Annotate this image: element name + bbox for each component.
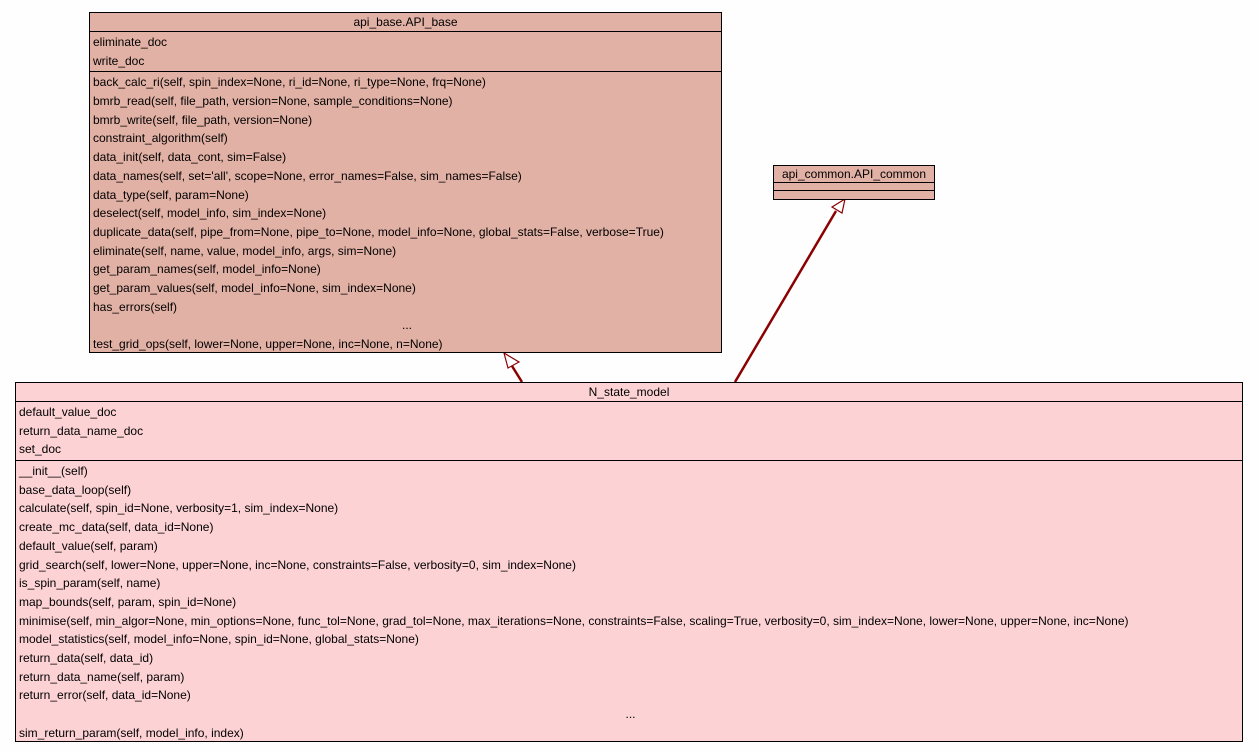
method: return_data(self, data_id): [19, 650, 154, 665]
methods-section: back_calc_ri(self, spin_index=None, ri_i…: [90, 72, 721, 354]
method: get_param_names(self, model_info=None): [93, 262, 321, 277]
methods-section: [774, 191, 934, 198]
method: default_value(self, param): [19, 538, 158, 553]
methods-section: __init__(self) base_data_loop(self)calcul…: [16, 461, 1242, 743]
method: __init__(self): [19, 464, 88, 479]
ellipsis: ...: [401, 318, 412, 333]
method: get_param_values(self, model_info=None, …: [93, 280, 416, 295]
method: calculate(self, spin_id=None, verbosity=…: [19, 501, 339, 516]
method: return_error(self, data_id=None): [19, 688, 191, 703]
method: grid_search(self, lower=None, upper=None…: [19, 557, 576, 572]
method: has_errors(self): [93, 299, 178, 314]
method: data_names(self, set='all', scope=None, …: [93, 168, 522, 183]
ellipsis: ...: [625, 707, 636, 721]
edge-n-state-to-api-base: [503, 351, 524, 383]
class-api-base[interactable]: api_base.API_base eliminate_doc write_doc…: [89, 12, 722, 353]
method: back_calc_ri(self, spin_index=None, ri_i…: [93, 75, 486, 90]
method: deselect(self, model_info, sim_index=Non…: [93, 206, 327, 221]
method: create_mc_data(self, data_id=None): [19, 520, 214, 535]
method: test_grid_ops(self, lower=None, upper=No…: [93, 337, 443, 351]
attribute: write_doc: [93, 53, 145, 68]
method: bmrb_write(self, file_path, version=None…: [93, 112, 313, 127]
method: minimise(self, min_algor=None, min_optio…: [19, 613, 1129, 628]
edge-n-state-to-api-common: [733, 197, 846, 383]
method: data_init(self, data_cont, sim=False): [93, 150, 287, 165]
attribute: return_data_name_doc: [19, 423, 144, 438]
class-api-common[interactable]: api_common.API_common: [773, 165, 935, 200]
method: return_data_name(self, param): [19, 669, 185, 684]
attributes-section: eliminate_doc write_doc: [90, 32, 721, 73]
method: map_bounds(self, param, spin_id=None): [19, 594, 237, 609]
inheritance-arrowhead-icon: [830, 197, 846, 214]
attribute: eliminate_doc: [93, 35, 168, 49]
class-n-state-model[interactable]: N_state_model default_value_doc return_da…: [15, 382, 1243, 742]
method: sim_return_param(self, model_info, index…: [19, 725, 244, 740]
method: duplicate_data(self, pipe_from=None, pip…: [93, 224, 664, 239]
attributes-section: [774, 183, 934, 191]
method: data_type(self, param=None): [93, 187, 249, 202]
method: eliminate(self, name, value, model_info,…: [93, 243, 397, 258]
class-name: N_state_model: [16, 383, 1242, 402]
method: is_spin_param(self, name): [19, 576, 161, 591]
method: model_statistics(self, model_info=None, …: [19, 632, 419, 647]
class-name: api_base.API_base: [90, 13, 721, 32]
attribute: set_doc: [19, 442, 62, 457]
attribute: default_value_doc: [19, 405, 117, 419]
method: base_data_loop(self): [19, 482, 132, 497]
class-name: api_common.API_common: [774, 166, 934, 183]
method: constraint_algorithm(self): [93, 131, 228, 146]
method: bmrb_read(self, file_path, version=None,…: [93, 94, 453, 109]
inheritance-arrowhead-icon: [503, 351, 521, 369]
